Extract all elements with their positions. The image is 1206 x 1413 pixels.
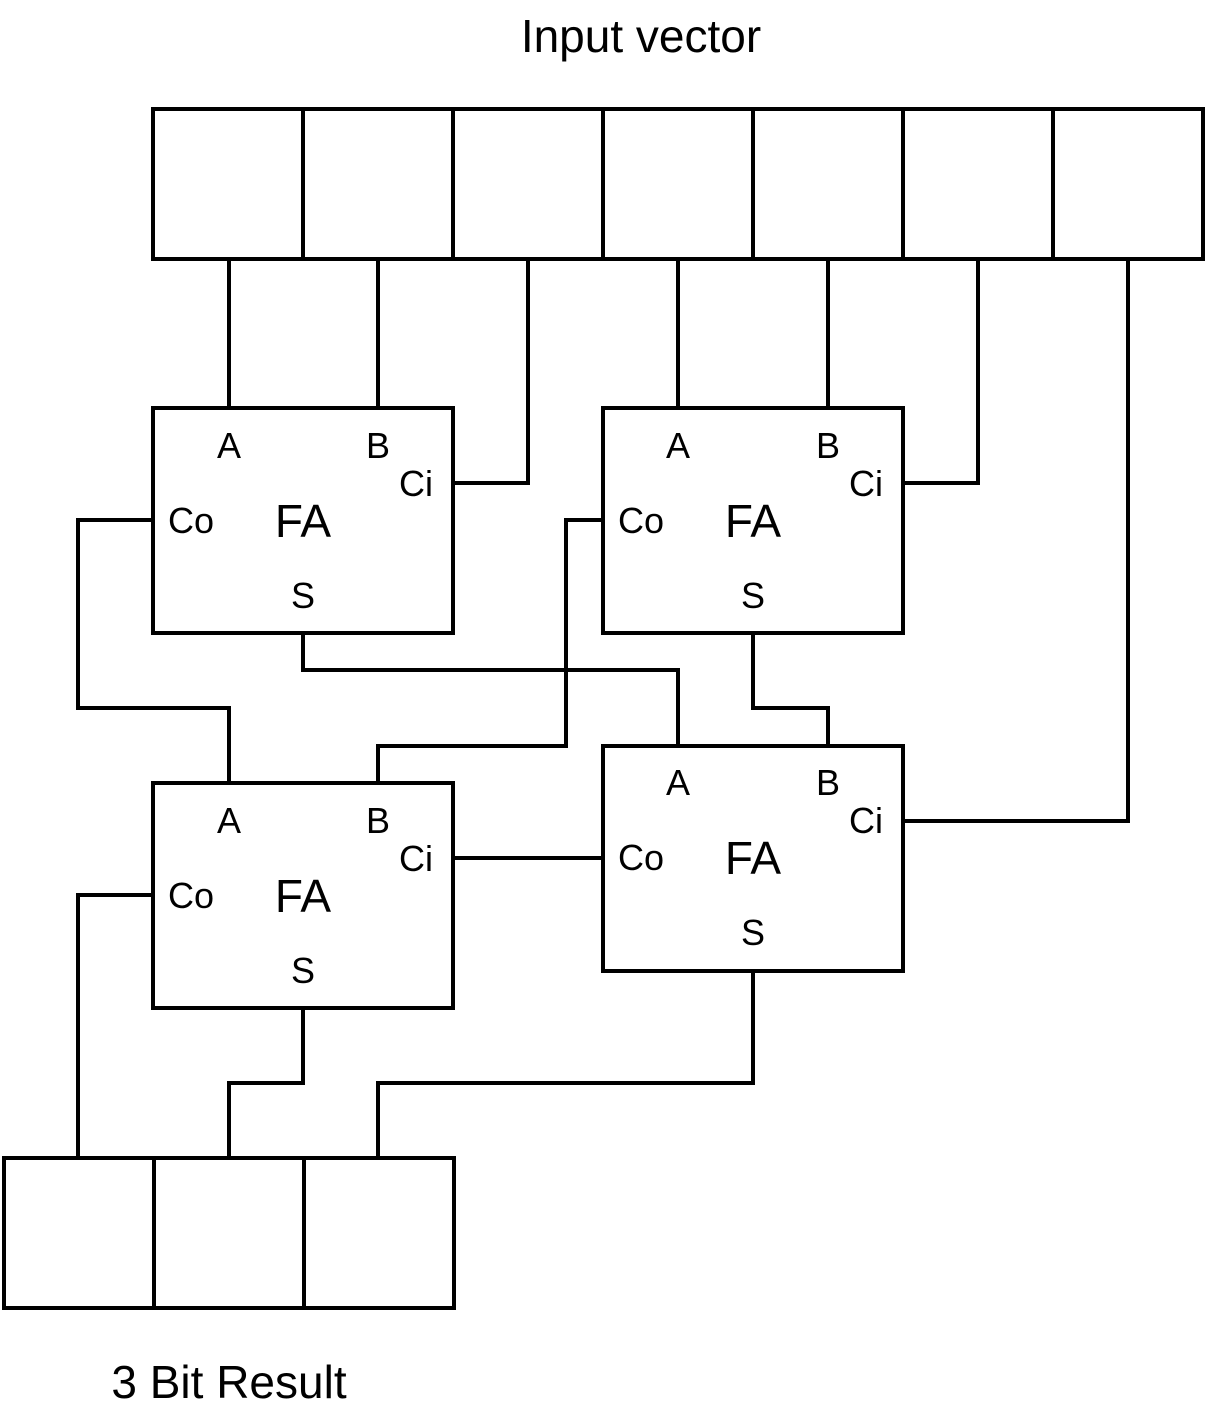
- full-adder-box: [151, 781, 455, 1010]
- port-co-label: Co: [618, 500, 664, 541]
- fa-mid-right: A B Ci Co FA S: [601, 744, 905, 973]
- result-vector: [2, 1156, 456, 1310]
- port-co-label: Co: [168, 875, 214, 916]
- fa-top-left: A B Ci Co FA S: [151, 406, 455, 635]
- wire: [901, 257, 1130, 823]
- result-cell: [152, 1156, 306, 1310]
- full-adder-label: FA: [725, 495, 782, 547]
- input-cell: [1051, 107, 1205, 261]
- input-cell: [901, 107, 1055, 261]
- port-co-label: Co: [168, 500, 214, 541]
- port-ci-label: Ci: [399, 838, 433, 879]
- port-b-label: B: [366, 800, 390, 841]
- full-adder-label: FA: [275, 495, 332, 547]
- input-cell: [151, 107, 305, 261]
- fa-bottom-left: A B Ci Co FA S: [151, 781, 455, 1010]
- wire: [301, 631, 680, 748]
- port-co-label: Co: [618, 837, 664, 878]
- port-a-label: A: [666, 425, 690, 466]
- wire: [751, 631, 830, 748]
- port-a-label: A: [666, 762, 690, 803]
- wire: [376, 968, 755, 1160]
- input-vector-title: Input vector: [521, 10, 761, 62]
- full-adder-box: [151, 406, 455, 635]
- port-s-label: S: [291, 950, 315, 991]
- wire: [376, 518, 605, 785]
- result-cell: [2, 1156, 156, 1310]
- full-adder-box: [601, 406, 905, 635]
- full-adder-box: [601, 744, 905, 973]
- wire: [227, 1006, 305, 1160]
- fa-top-right: A B Ci Co FA S: [601, 406, 905, 635]
- input-cell: [751, 107, 905, 261]
- port-b-label: B: [366, 425, 390, 466]
- full-adder-label: FA: [725, 832, 782, 884]
- input-vector: [151, 107, 1205, 261]
- port-ci-label: Ci: [849, 463, 883, 504]
- port-a-label: A: [217, 800, 241, 841]
- result-cell: [302, 1156, 456, 1310]
- wire: [451, 257, 530, 485]
- wires: [76, 257, 1130, 1160]
- input-cell: [451, 107, 605, 261]
- port-ci-label: Ci: [399, 463, 433, 504]
- full-adder-label: FA: [275, 870, 332, 922]
- port-s-label: S: [741, 575, 765, 616]
- port-s-label: S: [741, 912, 765, 953]
- port-ci-label: Ci: [849, 800, 883, 841]
- port-a-label: A: [217, 425, 241, 466]
- input-cell: [601, 107, 755, 261]
- wire: [76, 893, 155, 1160]
- port-s-label: S: [291, 575, 315, 616]
- wire: [901, 257, 980, 485]
- wire: [76, 518, 231, 785]
- result-title: 3 Bit Result: [111, 1356, 346, 1408]
- port-b-label: B: [816, 425, 840, 466]
- port-b-label: B: [816, 762, 840, 803]
- input-cell: [301, 107, 455, 261]
